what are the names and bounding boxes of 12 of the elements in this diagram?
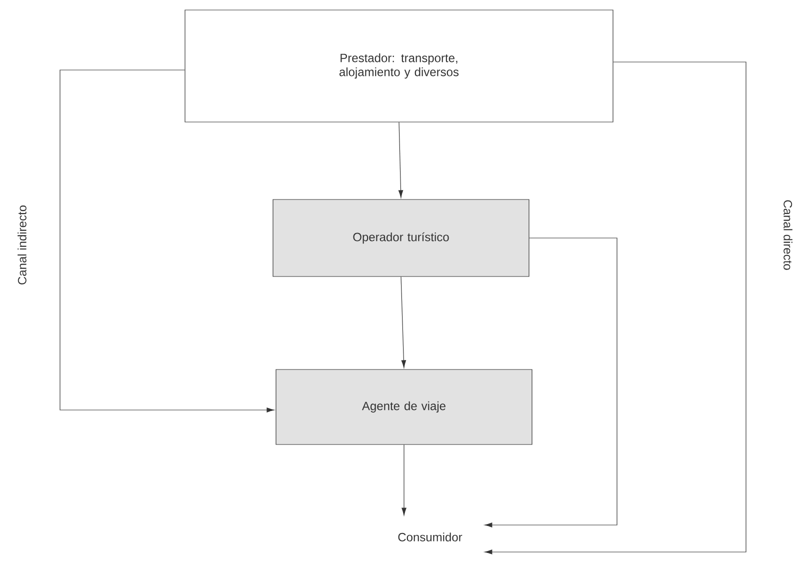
process-box: Operador turístico	[272, 199, 530, 277]
arrow	[398, 122, 404, 198]
consumer-label: Consumidor	[398, 532, 462, 542]
arrow	[402, 444, 406, 516]
provider-box: Prestador: transporte, alojamiento y diversos	[184, 10, 614, 122]
channel-label: Canal directo	[784, 200, 792, 270]
arrow	[484, 62, 746, 554]
channel-label: Canal indirecto	[18, 206, 26, 284]
arrow	[60, 70, 274, 412]
process-box: Agente de viaje	[276, 369, 532, 445]
arrow	[484, 238, 618, 528]
arrow	[400, 276, 406, 368]
